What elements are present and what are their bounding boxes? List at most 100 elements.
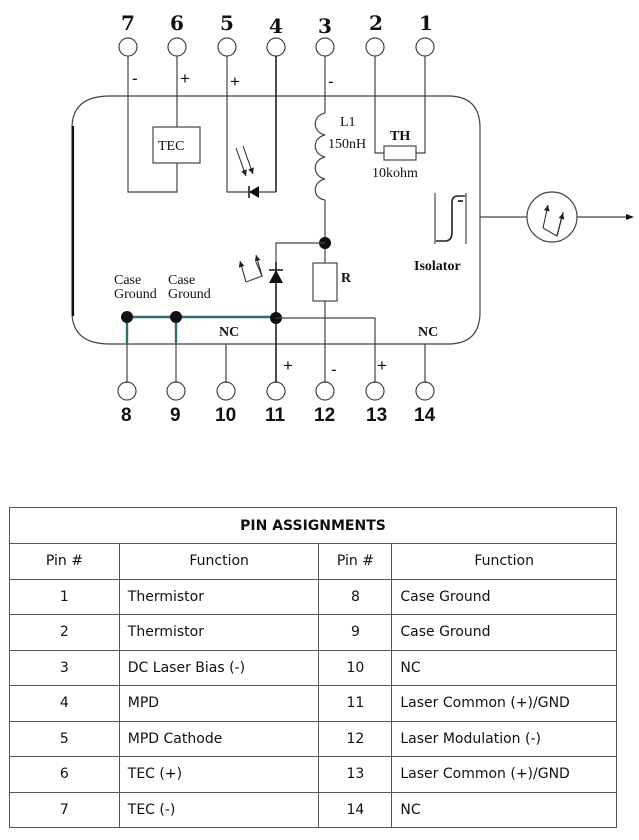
function-cell: Laser Modulation (-) — [391, 720, 617, 757]
pin-10-number: 10 — [215, 405, 236, 426]
pin-8-pad — [117, 381, 137, 401]
pin-cell: 2 — [9, 614, 120, 651]
pin-2-pad — [365, 37, 385, 57]
pin-13-pad — [365, 381, 385, 401]
resistor-label: R — [341, 271, 352, 286]
header-pin-a: Pin # — [9, 543, 120, 580]
function-cell: TEC (-) — [118, 791, 320, 828]
thermistor-value: 10kohm — [372, 166, 418, 181]
pin-7-pad — [118, 37, 138, 57]
pin-assignments-table: PIN ASSIGNMENTS Pin # Function Pin # Fun… — [9, 507, 617, 828]
function-cell: Laser Common (+)/GND — [391, 756, 617, 793]
light-arrow-2 — [242, 145, 254, 175]
emission-arrow-2 — [254, 254, 263, 277]
light-arrow-1 — [235, 147, 247, 177]
header-function-b: Function — [391, 543, 617, 580]
nc-label-10: NC — [219, 325, 239, 340]
table-title: PIN ASSIGNMENTS — [9, 507, 617, 544]
pin-6-number: 6 — [170, 11, 184, 35]
junction-dot-pin8 — [121, 311, 133, 323]
pin-11-polarity: + — [283, 356, 293, 375]
emission-arrow-1 — [238, 260, 247, 283]
laser-diode-circuit — [238, 242, 325, 383]
thermistor-circuit: TH 10kohm — [372, 56, 426, 181]
pin-13-polarity: + — [377, 356, 387, 375]
pin-9-number: 9 — [170, 405, 181, 426]
pin-8-number: 8 — [121, 405, 132, 426]
function-cell: Laser Common (+)/GND — [391, 685, 617, 722]
pin-10-pad — [216, 381, 236, 401]
pin-3-polarity: - — [328, 72, 334, 91]
tec-label: TEC — [158, 139, 184, 154]
function-cell: NC — [391, 791, 617, 828]
monitor-photodiode-circuit — [226, 56, 277, 198]
case-ground-1-line2: Ground — [114, 287, 157, 302]
function-cell: NC — [391, 649, 617, 686]
pin-4-number: 4 — [269, 14, 283, 38]
pin-cell: 1 — [9, 578, 120, 615]
case-ground-2-line2: Ground — [168, 287, 211, 302]
pin-5-pad — [217, 37, 237, 57]
function-cell: Case Ground — [391, 578, 617, 615]
pin-12-number: 12 — [314, 405, 335, 426]
inductor-value: 150nH — [328, 137, 366, 152]
table-row: 1 Thermistor 8 Case Ground — [9, 578, 617, 615]
pin-1-pad — [415, 37, 435, 57]
package-outline — [71, 95, 481, 345]
fiber-coupler — [526, 191, 578, 243]
table-row: 4 MPD 11 Laser Common (+)/GND — [9, 685, 617, 722]
pin-14-pad — [415, 381, 435, 401]
pin-cell: 8 — [318, 578, 393, 615]
tec-block — [152, 126, 201, 164]
header-pin-b: Pin # — [318, 543, 393, 580]
butterfly-laser-schematic: 7 6 5 4 3 2 1 - + + - TEC — [71, 11, 634, 426]
isolator: Isolator — [414, 191, 634, 274]
table-row: 5 MPD Cathode 12 Laser Modulation (-) — [9, 720, 617, 757]
pin-5-polarity: + — [230, 72, 240, 91]
resistor-r — [312, 262, 338, 302]
nc-label-14: NC — [418, 325, 438, 340]
function-cell: Thermistor — [118, 578, 320, 615]
thermistor-th — [383, 145, 417, 161]
photodiode-symbol — [249, 186, 259, 198]
pin-cell: 4 — [9, 685, 120, 722]
pin-1-number: 1 — [419, 11, 433, 35]
pin-6-pad — [167, 37, 187, 57]
pin-5-number: 5 — [220, 11, 234, 35]
pin-3-number: 3 — [318, 14, 332, 38]
table-row: 6 TEC (+) 13 Laser Common (+)/GND — [9, 756, 617, 793]
table-row: 2 Thermistor 9 Case Ground — [9, 614, 617, 651]
function-cell: TEC (+) — [118, 756, 320, 793]
pin-12-pad — [315, 381, 335, 401]
laser-diode-symbol — [269, 270, 283, 283]
output-arrow-icon — [626, 214, 634, 220]
table-header-row: Pin # Function Pin # Function — [9, 543, 617, 580]
pin-cell: 10 — [318, 649, 393, 686]
pin-cell: 13 — [318, 756, 393, 793]
function-cell: MPD Cathode — [118, 720, 320, 757]
pin-cell: 9 — [318, 614, 393, 651]
inductor-l1 — [314, 112, 326, 201]
pin-2-number: 2 — [369, 11, 383, 35]
junction-dot-pin9 — [170, 311, 182, 323]
pin-cell: 12 — [318, 720, 393, 757]
header-function-a: Function — [118, 543, 320, 580]
pin-12-polarity: - — [331, 360, 337, 379]
pin-9-pad — [166, 381, 186, 401]
table-row: 7 TEC (-) 14 NC — [9, 791, 617, 828]
inductor-name: L1 — [340, 115, 356, 130]
pin-cell: 6 — [9, 756, 120, 793]
tec-circuit: TEC — [127, 56, 201, 193]
thermistor-name: TH — [390, 129, 410, 144]
function-cell: Case Ground — [391, 614, 617, 651]
pin-cell: 7 — [9, 791, 120, 828]
function-cell: Thermistor — [118, 614, 320, 651]
pin-3-pad — [315, 37, 335, 57]
isolator-label: Isolator — [414, 259, 461, 274]
pin-6-polarity: + — [180, 69, 190, 88]
pin-11-pad — [266, 381, 286, 401]
ground-bus: Case Ground Case Ground NC NC — [114, 273, 438, 383]
pin-cell: 14 — [318, 791, 393, 828]
pin-13-number: 13 — [366, 405, 387, 426]
function-cell: MPD — [118, 685, 320, 722]
